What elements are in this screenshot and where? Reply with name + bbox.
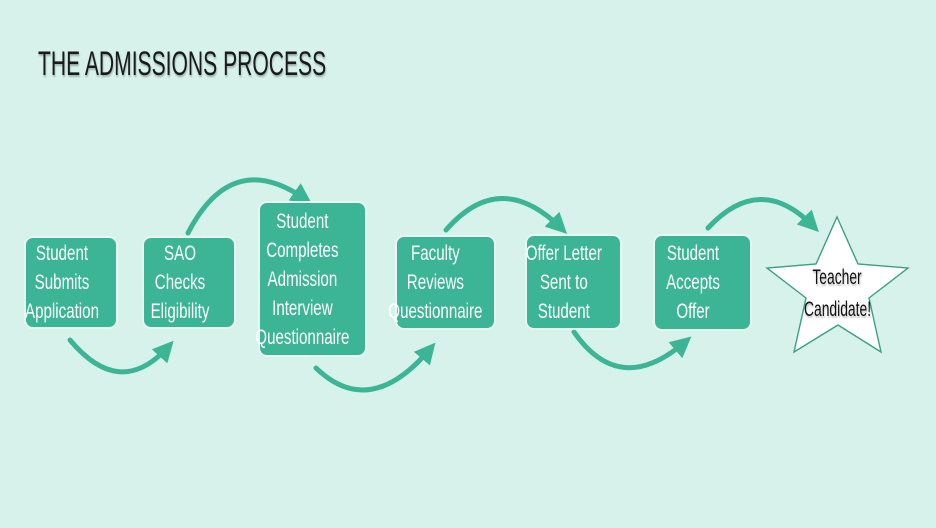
arrow-3-to-4 xyxy=(313,342,436,393)
arrow-1-to-2 xyxy=(67,337,174,375)
step-label: SAO Checks Eligibility xyxy=(150,242,210,323)
step-label: Student Accepts Offer xyxy=(666,242,720,323)
page-title: THE ADMISSIONS PROCESS xyxy=(38,45,327,83)
arrow-5-to-6 xyxy=(571,329,692,371)
step-label: Student Completes Admission Interview Qu… xyxy=(254,209,350,349)
final-star-label: Teacher Candidate! xyxy=(804,266,872,321)
step-label: Offer Letter Sent to Student xyxy=(526,241,603,323)
arrow-6-to-star xyxy=(705,197,819,232)
step-sao-checks-eligibility: SAO Checks Eligibility xyxy=(142,236,236,329)
arrow-4-to-5 xyxy=(443,196,567,234)
step-faculty-reviews: Faculty Reviews Questionnaire xyxy=(389,235,496,330)
step-label: Faculty Reviews Questionnaire xyxy=(388,242,483,323)
step-complete-questionnaire: Student Completes Admission Interview Qu… xyxy=(254,201,367,357)
arrow-2-to-3 xyxy=(185,177,312,236)
step-submit-application: Student Submits Application xyxy=(24,236,118,329)
step-student-accepts-offer: Student Accepts Offer xyxy=(653,234,752,331)
step-offer-letter-sent: Offer Letter Sent to Student xyxy=(525,234,622,330)
star-shape xyxy=(765,215,910,354)
step-label: Student Submits Application xyxy=(25,242,99,323)
